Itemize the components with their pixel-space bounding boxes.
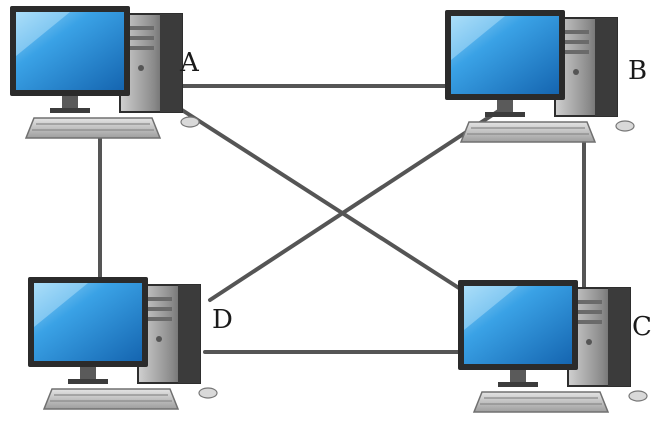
cable-a-c — [180, 108, 464, 292]
node-label-a: A — [180, 48, 199, 78]
computer-b — [444, 9, 635, 143]
node-label-b: B — [628, 56, 648, 86]
cable-lines — [98, 84, 586, 354]
cable-b-d — [208, 108, 502, 302]
computer-c — [457, 279, 648, 413]
node-label-c: C — [632, 312, 652, 342]
computer-d — [27, 276, 218, 410]
node-label-d: D — [212, 305, 233, 335]
computer-a — [9, 5, 200, 139]
